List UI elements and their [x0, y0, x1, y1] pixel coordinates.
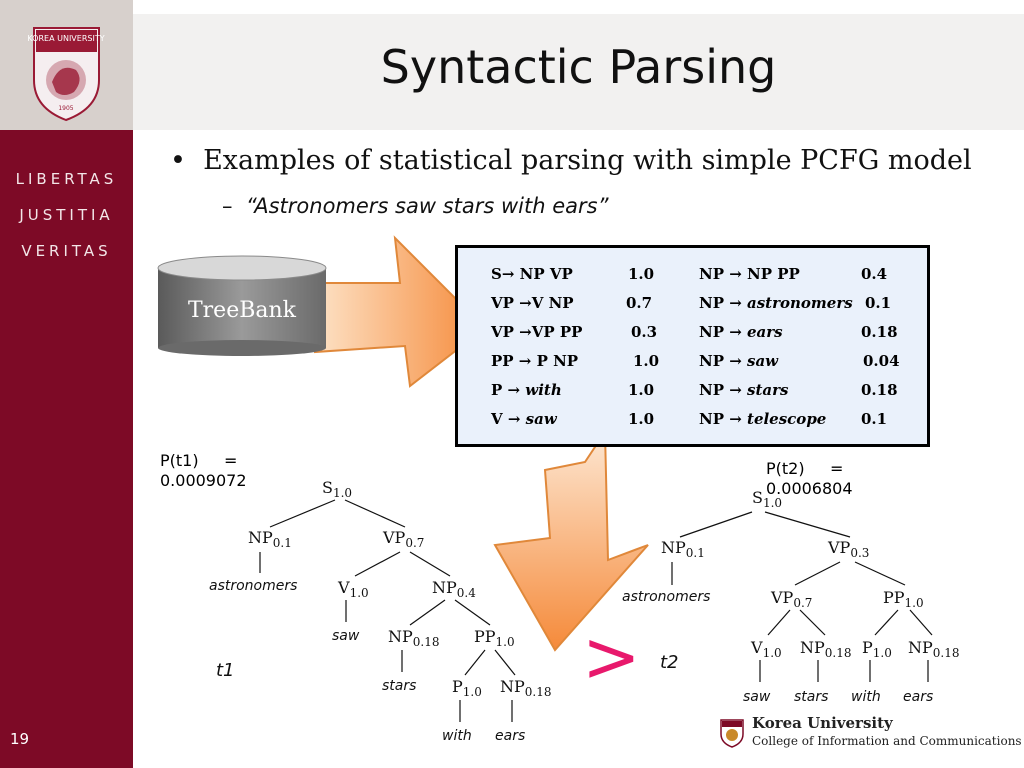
dash-icon: – [222, 194, 246, 218]
rule-left-1: S→ NP VP [491, 265, 573, 283]
t2-node-vp-inner: VP0.7 [771, 588, 813, 611]
t1-node-np-stars: NP0.18 [388, 627, 440, 650]
bullet-dot-icon: • [170, 145, 204, 176]
t1-leaf-saw: saw [332, 628, 360, 644]
t1-leaf-ears: ears [495, 728, 526, 744]
rule-right-5: NP → stars [699, 381, 789, 399]
t2-node-np-ears: NP0.18 [908, 638, 960, 661]
main-bullet: • Examples of statistical parsing with s… [170, 145, 972, 176]
t2-node-pp: PP1.0 [883, 588, 924, 611]
rule-left-6: V → saw [491, 410, 557, 428]
t2-leaf-astronomers: astronomers [622, 589, 711, 605]
rule-right-2-prob: 0.1 [865, 294, 892, 312]
t1-leaf-stars: stars [382, 678, 417, 694]
t2-leaf-with: with [851, 689, 881, 705]
footer-college: College of Information and Communication… [752, 734, 1022, 748]
t1-node-s: S1.0 [322, 478, 353, 501]
logo-area: KOREA UNIVERSITY 1905 [0, 0, 133, 130]
motto-line-3: VERITAS [21, 242, 112, 260]
rule-left-6-prob: 1.0 [628, 410, 655, 428]
korea-university-emblem-icon [720, 719, 744, 748]
rule-right-3-prob: 0.18 [861, 323, 898, 341]
rule-left-5-prob: 1.0 [628, 381, 655, 399]
rule-right-6: NP → telescope [699, 410, 827, 428]
t1-leaf-astronomers: astronomers [209, 578, 298, 594]
rule-left-2-prob: 0.7 [626, 294, 653, 312]
t2-label: t2 [660, 652, 679, 673]
rule-left-5: P → with [491, 381, 562, 399]
tree-t1-edges [259, 499, 516, 722]
page-number: 19 [10, 730, 30, 748]
rule-right-3: NP → ears [699, 323, 783, 341]
down-arrow-icon [493, 428, 649, 652]
logo-text-korea: KOREA UNIVERSITY [27, 34, 104, 43]
rule-left-4: PP → P NP [491, 352, 579, 370]
rule-right-4-prob: 0.04 [863, 352, 900, 370]
t1-node-vp: VP0.7 [383, 528, 425, 551]
rule-left-2: VP →V NP [491, 294, 574, 312]
t1-node-np-pp: NP0.4 [432, 578, 476, 601]
t2-leaf-ears: ears [903, 689, 934, 705]
main-bullet-text: Examples of statistical parsing with sim… [203, 145, 972, 176]
pcfg-rules-box: S→ NP VP 1.0 VP →V NP 0.7 VP →VP PP 0.3 … [455, 245, 930, 447]
rule-right-1-prob: 0.4 [861, 265, 888, 283]
rule-right-5-prob: 0.18 [861, 381, 898, 399]
t1-node-v: V1.0 [338, 578, 369, 601]
rule-left-3: VP →VP PP [491, 323, 583, 341]
rule-left-4-prob: 1.0 [633, 352, 660, 370]
t1-label: t1 [216, 660, 235, 681]
treebank-label: TreeBank [187, 298, 296, 323]
t2-node-v: V1.0 [751, 638, 782, 661]
t2-node-s: S1.0 [752, 488, 783, 511]
t2-probability: P(t2) =0.0006804 [766, 459, 853, 498]
motto-line-2: JUSTITIA [19, 206, 114, 224]
rule-left-3-prob: 0.3 [631, 323, 658, 341]
t1-probability: P(t1) =0.0009072 [160, 451, 247, 490]
t1-node-np-ears: NP0.18 [500, 677, 552, 700]
rule-left-1-prob: 1.0 [628, 265, 655, 283]
t1-leaf-with: with [442, 728, 472, 744]
rule-right-6-prob: 0.1 [861, 410, 888, 428]
tree-t2-edges [671, 511, 933, 682]
footer-university: Korea University [752, 714, 893, 732]
t1-node-p: P1.0 [452, 677, 482, 700]
sub-bullet: – “Astronomers saw stars with ears” [222, 194, 608, 218]
t2-leaf-stars: stars [794, 689, 829, 705]
t1-node-pp: PP1.0 [474, 627, 515, 650]
rule-right-1: NP → NP PP [699, 265, 800, 283]
slide-title: Syntactic Parsing [380, 40, 777, 94]
right-arrow-icon [314, 235, 487, 388]
treebank-cylinder-icon [157, 255, 327, 356]
title-band [133, 14, 1024, 130]
t2-node-np-astronomers: NP0.1 [661, 538, 705, 561]
logo-year: 1905 [58, 105, 73, 112]
greater-than-sign: > [582, 616, 641, 698]
t2-node-vp: VP0.3 [828, 538, 870, 561]
rule-right-2: NP → astronomers [699, 294, 853, 312]
korea-university-logo: KOREA UNIVERSITY 1905 [27, 27, 105, 122]
t2-leaf-saw: saw [743, 689, 771, 705]
t2-node-np-stars: NP0.18 [800, 638, 852, 661]
rule-right-4: NP → saw [699, 352, 779, 370]
motto-line-1: LIBERTAS [15, 170, 118, 188]
t1-node-np-astronomers: NP0.1 [248, 528, 292, 551]
sub-bullet-text: “Astronomers saw stars with ears” [245, 194, 609, 218]
t2-node-p: P1.0 [862, 638, 892, 661]
